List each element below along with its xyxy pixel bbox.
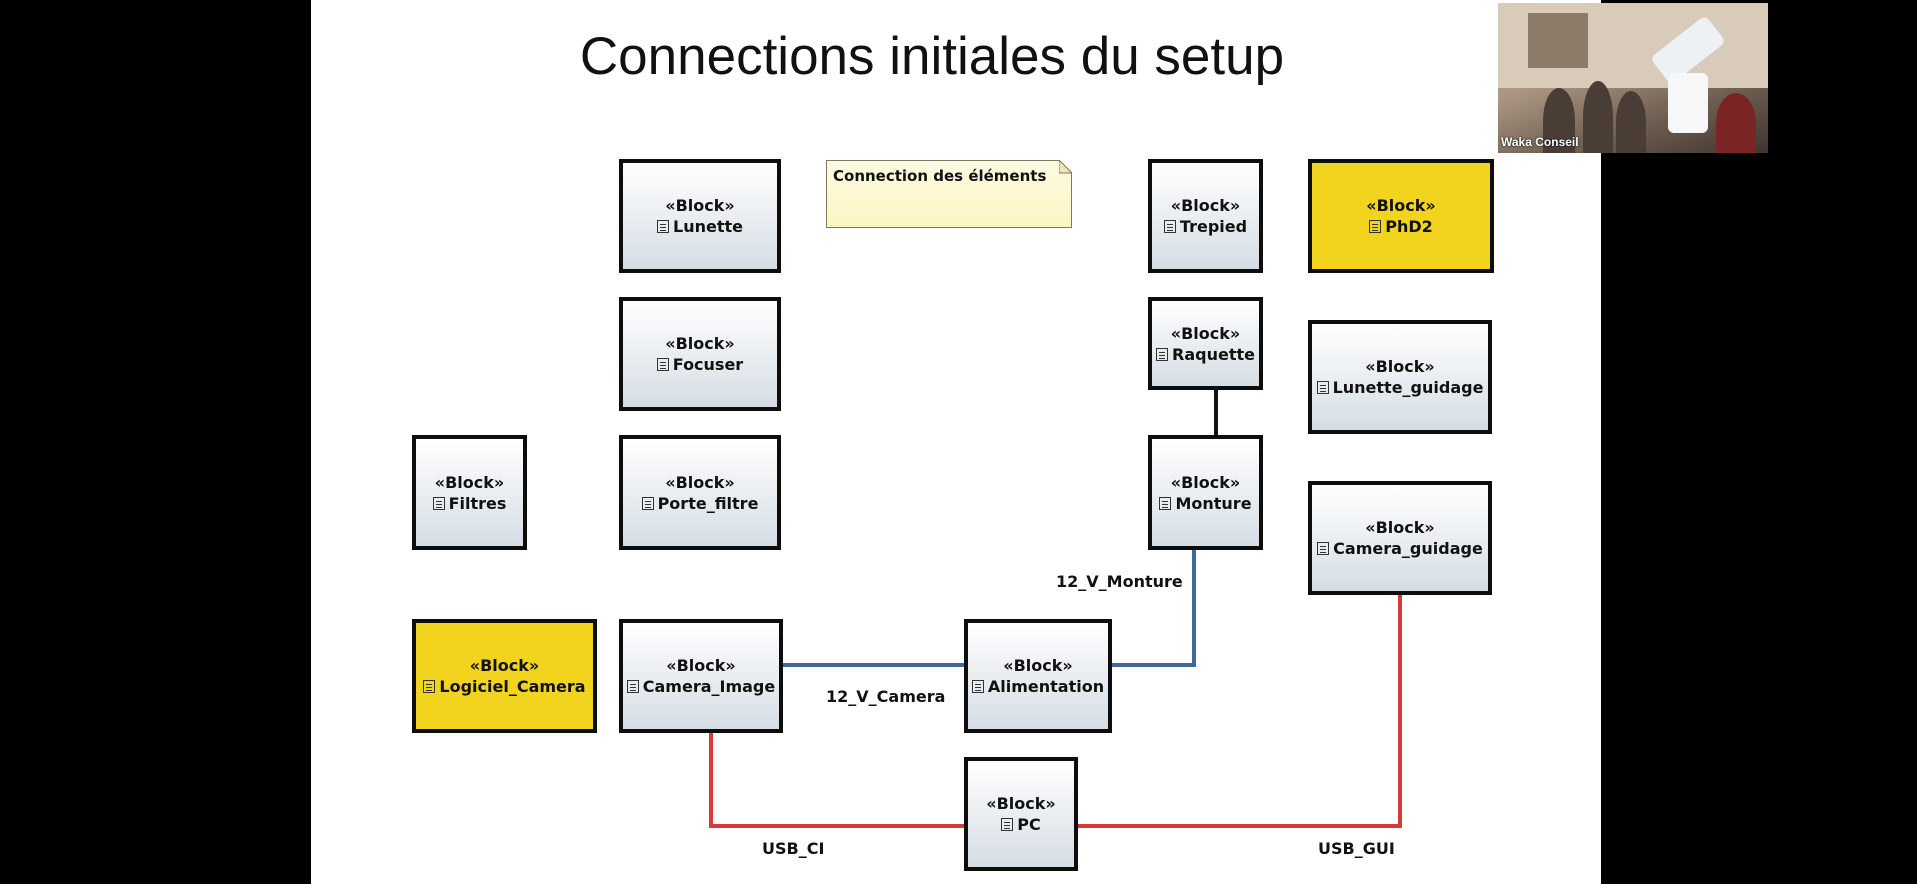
block-phd2[interactable]: «Block» PhD2 [1308, 159, 1494, 273]
block-icon [656, 358, 669, 371]
label-usb-gui: USB_GUI [1318, 839, 1395, 858]
line-12v-monture [1110, 548, 1196, 667]
block-icon [1159, 496, 1172, 510]
block-label: Filtres [448, 493, 507, 513]
block-label: Lunette_guidage [1332, 378, 1484, 397]
block-label: Logiciel_Camera [439, 677, 586, 696]
block-icon [432, 496, 445, 510]
block-icon [641, 496, 654, 510]
block-icon [971, 680, 984, 693]
block-label: PC [1017, 815, 1041, 834]
block-pc[interactable]: «Block» PC [964, 757, 1078, 871]
block-trepied[interactable]: «Block» Trepied [1148, 159, 1263, 273]
note-fold-icon [1059, 160, 1073, 174]
block-icon [1156, 347, 1169, 361]
block-stereotype: «Block» [1365, 357, 1435, 376]
block-monture[interactable]: «Block» Monture [1148, 435, 1263, 550]
block-stereotype: «Block» [1170, 323, 1241, 343]
block-stereotype: «Block» [1003, 656, 1073, 675]
block-stereotype: «Block» [1366, 196, 1436, 215]
block-icon [1316, 381, 1329, 394]
block-stereotype: «Block» [665, 196, 735, 215]
block-stereotype: «Block» [1170, 196, 1241, 215]
block-raquette[interactable]: «Block» Raquette [1148, 297, 1263, 390]
block-label: Trepied [1179, 217, 1248, 236]
label-usb-ci: USB_CI [762, 839, 825, 858]
block-label: Alimentation [987, 677, 1105, 696]
block-icon [1001, 818, 1014, 831]
block-stereotype: «Block» [665, 334, 735, 353]
block-stereotype: «Block» [1365, 518, 1435, 537]
block-icon [657, 220, 669, 233]
block-porte-filtre[interactable]: «Block» Porte_filtre [619, 435, 781, 550]
block-filtres[interactable]: «Block» Filtres [412, 435, 527, 550]
block-stereotype: «Block» [986, 794, 1056, 813]
block-logiciel-camera[interactable]: «Block» Logiciel_Camera [412, 619, 597, 733]
block-label: Camera_guidage [1333, 539, 1483, 558]
block-focuser[interactable]: «Block» Focuser [619, 297, 781, 411]
line-usb-gui [1076, 593, 1402, 828]
webcam-video-tile[interactable]: Waka Conseil [1498, 3, 1768, 153]
block-stereotype: «Block» [434, 472, 505, 492]
note-connection-elements[interactable]: Connection des éléments [826, 160, 1072, 228]
block-stereotype: «Block» [666, 656, 736, 675]
block-lunette[interactable]: «Block» Lunette [619, 159, 781, 273]
block-camera-image[interactable]: «Block» Camera_Image [619, 619, 783, 733]
participant-name: Waka Conseil [1501, 135, 1579, 149]
block-label: Raquette [1172, 344, 1255, 364]
block-icon [1369, 220, 1382, 233]
block-icon [626, 680, 639, 693]
block-label: Porte_filtre [657, 493, 759, 513]
block-alimentation[interactable]: «Block» Alimentation [964, 619, 1112, 733]
note-text: Connection des éléments [833, 167, 1047, 185]
block-label: Lunette [673, 217, 743, 236]
block-label: Camera_Image [642, 677, 776, 696]
slide-title: Connections initiales du setup [579, 27, 1285, 86]
block-label: Monture [1175, 493, 1252, 513]
block-icon [423, 680, 436, 693]
block-stereotype: «Block» [469, 656, 540, 675]
line-usb-ci [709, 733, 966, 828]
label-12v-monture: 12_V_Monture [1056, 572, 1183, 591]
block-camera-guidage[interactable]: «Block» Camera_guidage [1308, 481, 1492, 595]
block-lunette-guidage[interactable]: «Block» Lunette_guidage [1308, 320, 1492, 434]
block-label: PhD2 [1385, 217, 1433, 236]
block-stereotype: «Block» [665, 472, 735, 492]
block-label: Focuser [672, 355, 744, 374]
block-icon [1317, 542, 1330, 555]
label-12v-camera: 12_V_Camera [826, 687, 946, 706]
block-icon [1163, 220, 1176, 233]
block-stereotype: «Block» [1170, 472, 1241, 492]
